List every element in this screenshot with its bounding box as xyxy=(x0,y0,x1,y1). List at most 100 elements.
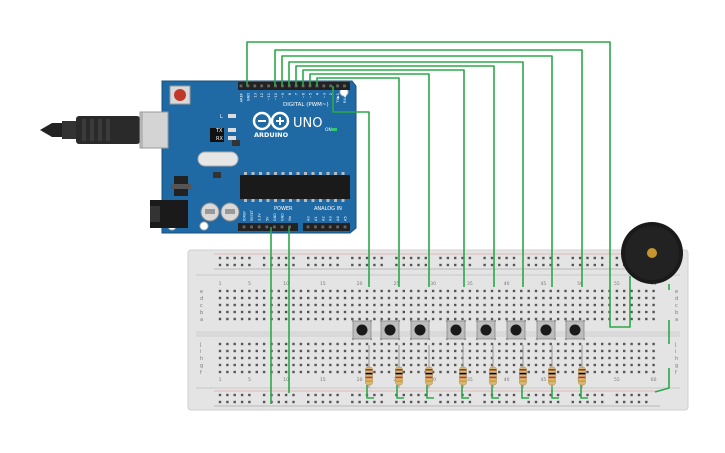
digital-pin[interactable] xyxy=(253,84,257,88)
breadboard-rail-hole[interactable] xyxy=(615,263,619,267)
breadboard-rail-hole[interactable] xyxy=(439,400,442,404)
breadboard-hole[interactable] xyxy=(549,310,552,314)
breadboard-rail-hole[interactable] xyxy=(446,256,450,260)
breadboard-hole[interactable] xyxy=(564,363,567,367)
breadboard-hole[interactable] xyxy=(476,317,479,321)
breadboard-hole[interactable] xyxy=(292,342,295,346)
breadboard-hole[interactable] xyxy=(542,310,545,314)
breadboard-hole[interactable] xyxy=(417,342,420,346)
breadboard-rail-hole[interactable] xyxy=(601,256,604,260)
breadboard-hole[interactable] xyxy=(373,317,376,321)
breadboard-rail-hole[interactable] xyxy=(402,263,405,267)
breadboard-rail-hole[interactable] xyxy=(483,400,486,404)
breadboard-rail-hole[interactable] xyxy=(240,256,244,260)
breadboard-rail-hole[interactable] xyxy=(527,256,530,260)
breadboard-hole[interactable] xyxy=(586,356,589,360)
breadboard-hole[interactable] xyxy=(292,303,295,307)
breadboard-hole[interactable] xyxy=(329,317,332,321)
breadboard-hole[interactable] xyxy=(623,310,626,314)
breadboard-hole[interactable] xyxy=(527,342,530,346)
breadboard-hole[interactable] xyxy=(446,370,450,374)
breadboard-hole[interactable] xyxy=(564,296,567,300)
breadboard-hole[interactable] xyxy=(387,342,391,346)
analog-pin[interactable] xyxy=(336,225,339,229)
breadboard-rail-hole[interactable] xyxy=(549,393,552,397)
breadboard-rail-hole[interactable] xyxy=(446,400,450,404)
breadboard-hole[interactable] xyxy=(652,296,655,300)
breadboard-hole[interactable] xyxy=(343,356,347,360)
breadboard-hole[interactable] xyxy=(446,363,450,367)
breadboard-hole[interactable] xyxy=(490,296,494,300)
breadboard-hole[interactable] xyxy=(476,296,479,300)
breadboard-hole[interactable] xyxy=(329,303,332,307)
breadboard-rail-hole[interactable] xyxy=(454,263,457,267)
breadboard-hole[interactable] xyxy=(277,289,280,293)
breadboard-hole[interactable] xyxy=(248,363,251,367)
breadboard-hole[interactable] xyxy=(498,296,501,300)
breadboard-hole[interactable] xyxy=(527,356,530,360)
breadboard-hole[interactable] xyxy=(630,317,633,321)
breadboard-hole[interactable] xyxy=(556,363,560,367)
breadboard-rail-hole[interactable] xyxy=(373,256,376,260)
breadboard-rail-hole[interactable] xyxy=(336,263,339,267)
breadboard-hole[interactable] xyxy=(601,310,604,314)
breadboard-hole[interactable] xyxy=(336,356,339,360)
breadboard-hole[interactable] xyxy=(218,317,222,321)
breadboard-hole[interactable] xyxy=(578,363,582,367)
breadboard-hole[interactable] xyxy=(218,303,222,307)
breadboard-rail-hole[interactable] xyxy=(336,400,339,404)
breadboard-hole[interactable] xyxy=(336,370,339,374)
breadboard-hole[interactable] xyxy=(468,349,472,353)
breadboard-hole[interactable] xyxy=(571,356,574,360)
breadboard-hole[interactable] xyxy=(255,296,258,300)
breadboard-rail-hole[interactable] xyxy=(365,256,369,260)
breadboard-rail-hole[interactable] xyxy=(262,393,266,397)
breadboard-hole[interactable] xyxy=(439,310,442,314)
breadboard-rail-hole[interactable] xyxy=(454,393,457,397)
breadboard-hole[interactable] xyxy=(226,342,229,346)
breadboard-rail-hole[interactable] xyxy=(226,263,229,267)
breadboard-rail-hole[interactable] xyxy=(586,393,589,397)
breadboard-hole[interactable] xyxy=(292,310,295,314)
breadboard-hole[interactable] xyxy=(409,296,413,300)
breadboard-rail-hole[interactable] xyxy=(424,263,427,267)
breadboard-hole[interactable] xyxy=(431,342,435,346)
breadboard-hole[interactable] xyxy=(615,342,619,346)
breadboard-rail-hole[interactable] xyxy=(439,256,442,260)
breadboard-rail-hole[interactable] xyxy=(483,263,486,267)
breadboard-hole[interactable] xyxy=(409,349,413,353)
breadboard-hole[interactable] xyxy=(329,363,332,367)
breadboard-hole[interactable] xyxy=(387,289,391,293)
breadboard-hole[interactable] xyxy=(652,356,655,360)
breadboard-hole[interactable] xyxy=(351,363,354,367)
breadboard-rail-hole[interactable] xyxy=(417,256,420,260)
breadboard-rail-hole[interactable] xyxy=(630,393,633,397)
breadboard-rail-hole[interactable] xyxy=(329,400,332,404)
breadboard-hole[interactable] xyxy=(439,342,442,346)
breadboard-hole[interactable] xyxy=(534,342,538,346)
breadboard-hole[interactable] xyxy=(284,342,288,346)
breadboard-hole[interactable] xyxy=(233,303,236,307)
breadboard-hole[interactable] xyxy=(637,310,641,314)
breadboard-hole[interactable] xyxy=(468,370,472,374)
power-pin[interactable] xyxy=(250,225,253,229)
pushbutton-cap[interactable] xyxy=(480,324,492,336)
breadboard-hole[interactable] xyxy=(483,303,486,307)
breadboard-hole[interactable] xyxy=(314,296,317,300)
breadboard-hole[interactable] xyxy=(623,356,626,360)
breadboard-hole[interactable] xyxy=(498,310,501,314)
breadboard-rail-hole[interactable] xyxy=(321,263,325,267)
breadboard-hole[interactable] xyxy=(637,349,641,353)
breadboard-hole[interactable] xyxy=(439,370,442,374)
breadboard-rail-hole[interactable] xyxy=(556,400,560,404)
breadboard-hole[interactable] xyxy=(542,363,545,367)
breadboard-hole[interactable] xyxy=(380,289,383,293)
breadboard-hole[interactable] xyxy=(402,342,405,346)
breadboard-hole[interactable] xyxy=(329,296,332,300)
breadboard-hole[interactable] xyxy=(351,370,354,374)
breadboard-hole[interactable] xyxy=(578,296,582,300)
breadboard-hole[interactable] xyxy=(608,349,611,353)
breadboard-hole[interactable] xyxy=(637,342,641,346)
breadboard-rail-hole[interactable] xyxy=(549,256,552,260)
breadboard-hole[interactable] xyxy=(549,296,552,300)
